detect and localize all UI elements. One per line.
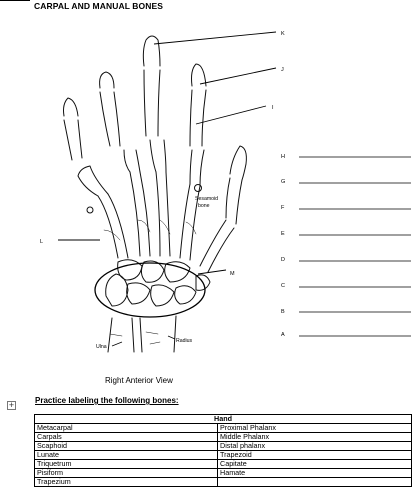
sesamoid-bone-label: bone [198,203,210,209]
ulna-label: Ulna [96,344,107,350]
callout-leader-lines [58,31,277,275]
answer-blank-lines [299,156,411,337]
callout-m: M [230,271,235,277]
carpal-region-ellipse [94,262,206,318]
callout-i: I [272,105,274,111]
practice-heading: Practice labeling the following bones: [35,396,179,405]
table-cell: Scaphoid [34,441,218,451]
callout-c: C [281,283,285,289]
callout-h: H [281,154,285,160]
hand-skeleton-illustration [63,35,247,353]
sesamoid-label: Sesamoid [195,196,218,202]
table-cell: Trapezium [34,477,218,487]
hand-skeleton-figure: K J I H G F E D C B A L M Sesamoid bone … [40,31,411,353]
document-title: CARPAL AND MANUAL BONES [34,1,164,11]
radius-label: Radius [176,338,193,344]
callout-j: J [281,67,284,73]
top-rule [0,0,30,1]
table-cell [217,477,412,487]
callout-d: D [281,257,285,263]
table-cell: Capitate [217,459,412,469]
callout-g: G [281,179,285,185]
bones-practice-table: Hand Metacarpal Proximal Phalanx Carpals… [34,414,412,487]
right-callout-letters: K J I H G F E D C B A [272,31,285,338]
table-row: Pisiform Hamate [34,468,412,478]
carpal-bones [105,259,211,307]
figure-caption: Right Anterior View [105,376,173,385]
table-cell: Hamate [217,468,412,478]
callout-l: L [40,239,43,245]
table-row: Trapezium [34,477,412,487]
forearm-pointer-lines [111,335,176,347]
table-move-handle-icon[interactable]: + [7,400,16,410]
callout-f: F [281,205,285,211]
callout-a: A [281,332,285,338]
callout-e: E [281,231,285,237]
metacarpal-bones [97,171,235,273]
callout-k: K [281,31,285,37]
callout-b: B [281,309,285,315]
